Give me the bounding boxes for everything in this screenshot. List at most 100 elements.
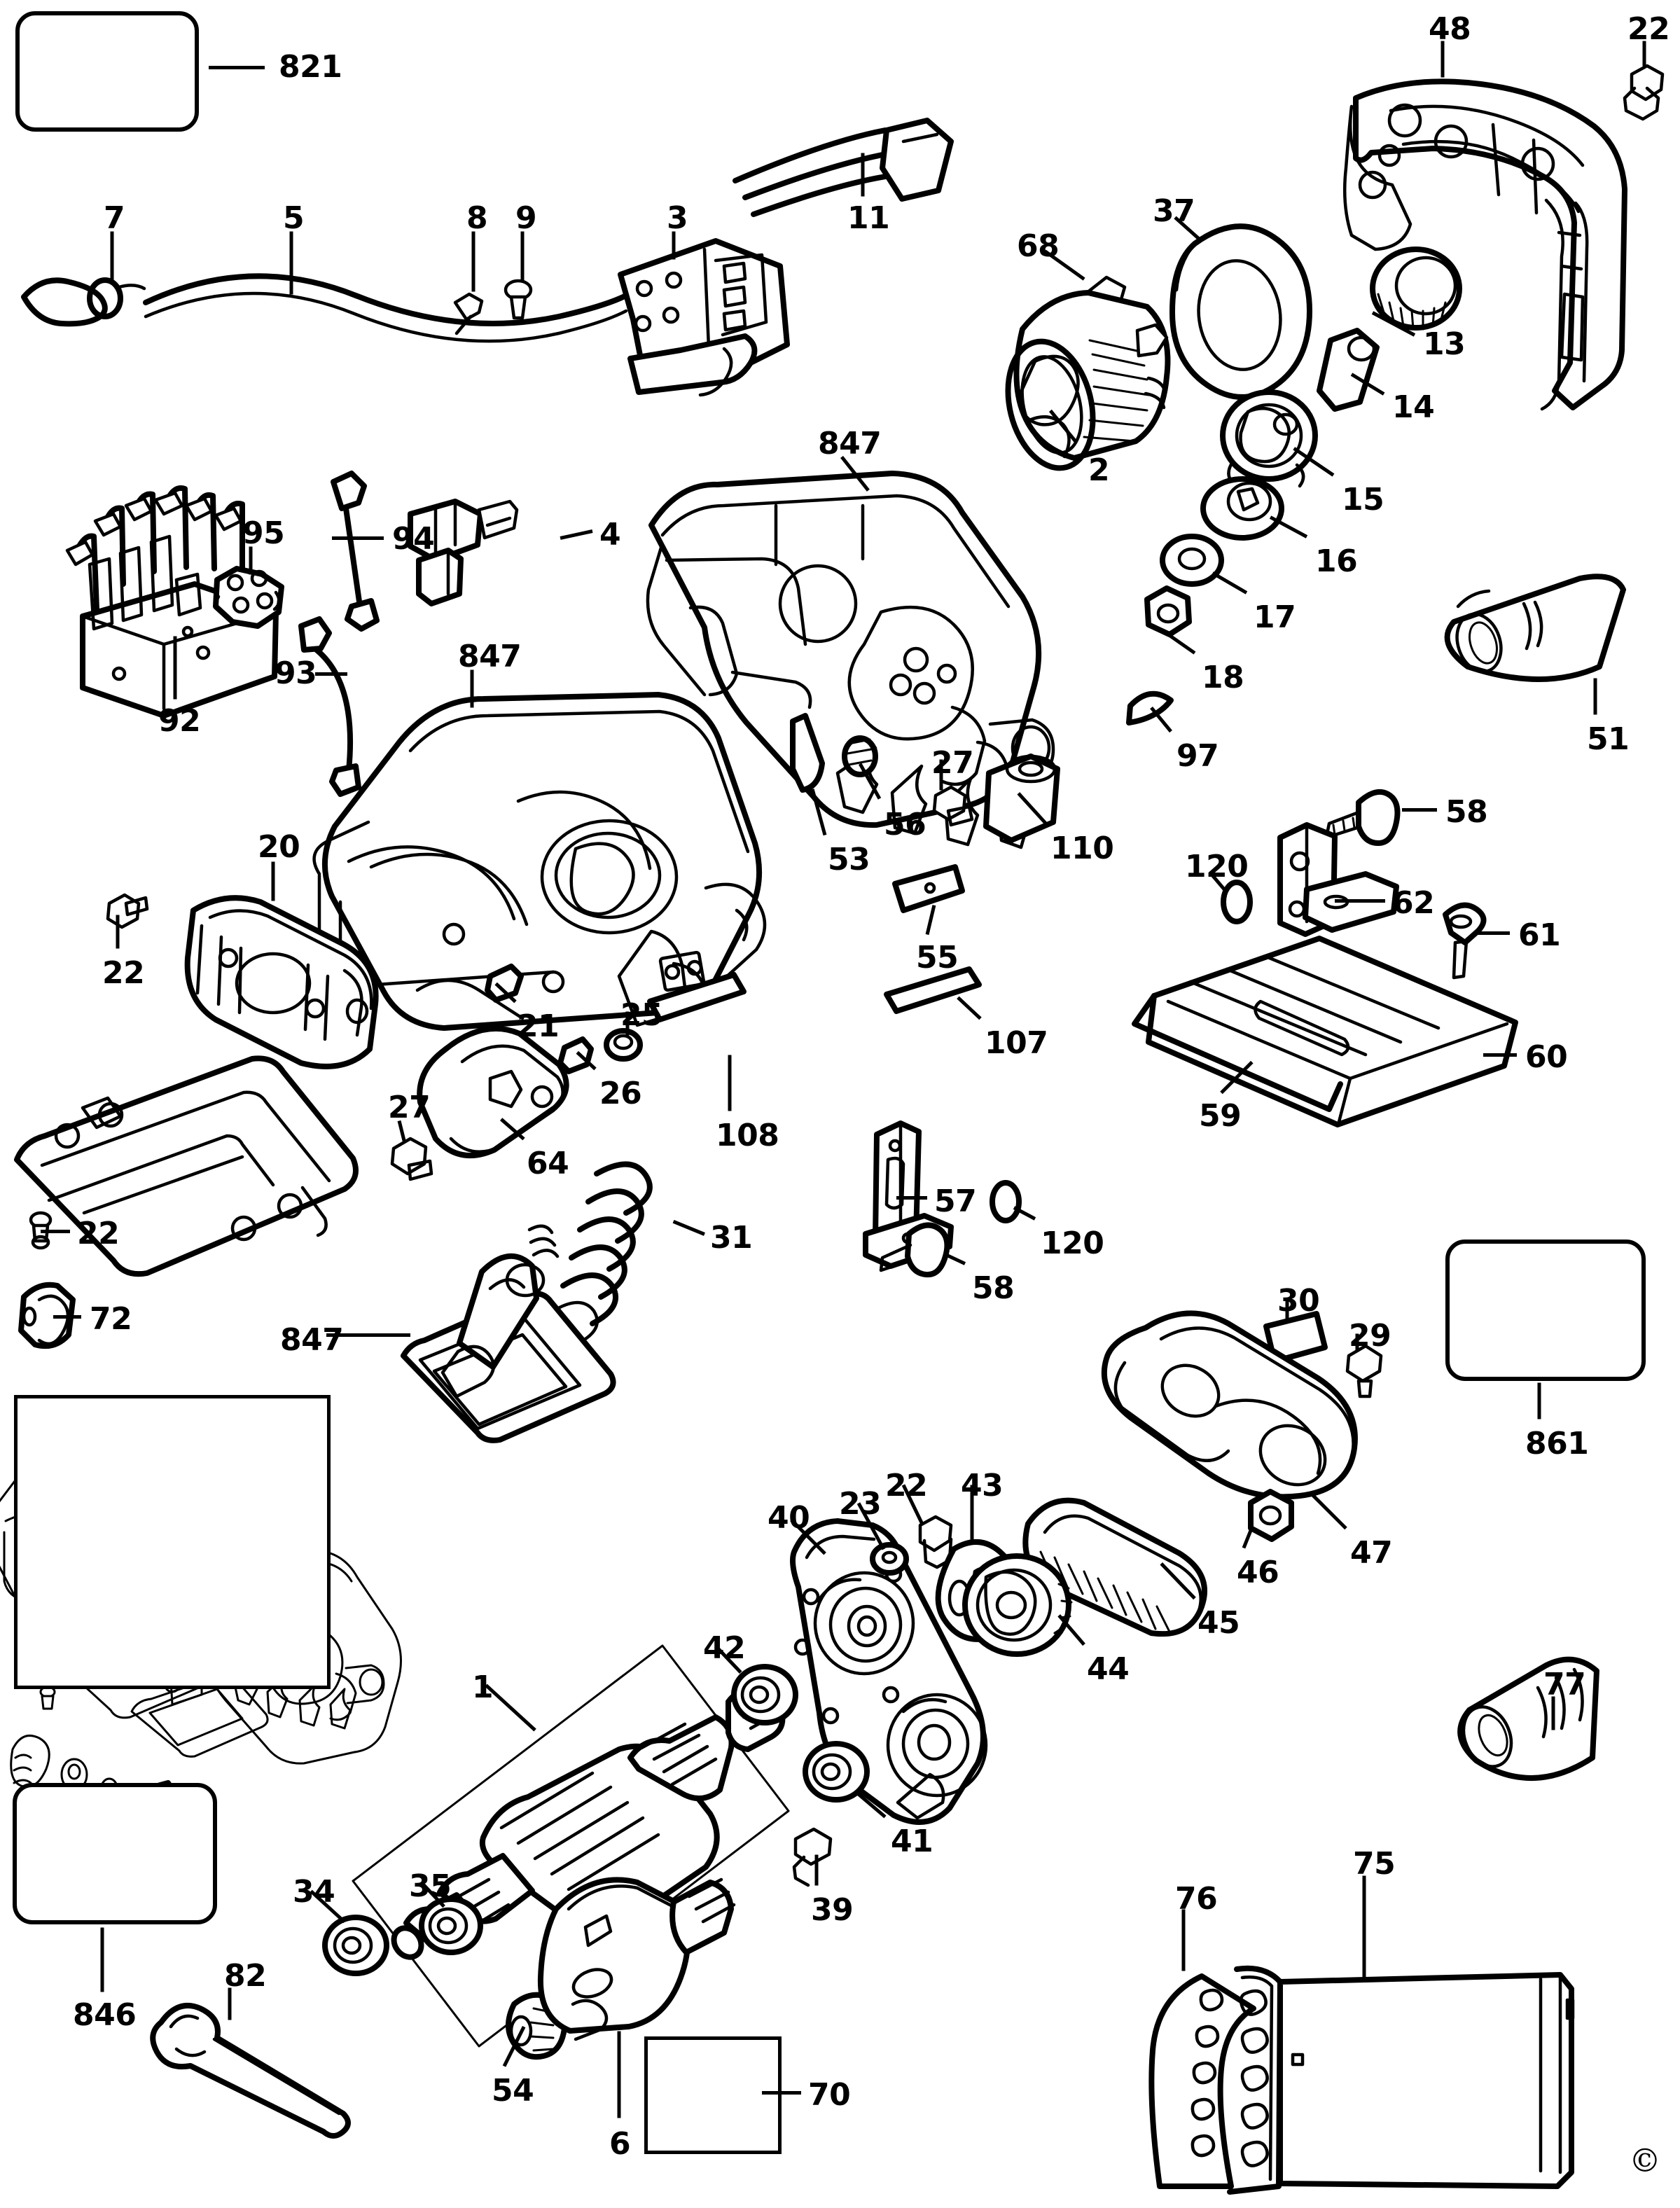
- jumper-wire-straight-art: [331, 471, 380, 632]
- leader-line-41: [856, 1791, 887, 1818]
- leader-line-72: [53, 1314, 81, 1319]
- callout-9: 9: [515, 200, 537, 236]
- leader-line-31: [673, 1219, 705, 1236]
- leader-line-8: [471, 231, 475, 291]
- callout-22a: 22: [1627, 11, 1670, 47]
- front-shoe-art: [417, 1025, 569, 1158]
- callout-5: 5: [283, 200, 305, 236]
- power-cord-art: [143, 273, 632, 343]
- belt-cover-art: [184, 895, 379, 1069]
- leader-line-14: [1350, 372, 1385, 396]
- leader-line-26: [576, 1050, 597, 1070]
- leader-line-7: [110, 231, 114, 283]
- carrying-case-inset: [1445, 1240, 1646, 1381]
- leader-line-847b: [470, 669, 474, 707]
- leader-line-18: [1165, 631, 1196, 655]
- callout-14: 14: [1392, 389, 1435, 425]
- callout-95: 95: [242, 515, 285, 551]
- callout-30: 30: [1277, 1283, 1320, 1319]
- pin-21-art: [485, 964, 524, 1003]
- screw-27-art-a: [932, 785, 974, 827]
- leader-line-120b: [1013, 1205, 1036, 1221]
- callout-108: 108: [716, 1118, 779, 1153]
- callout-62: 62: [1392, 885, 1435, 921]
- callout-23: 23: [839, 1486, 882, 1522]
- spring-31-art: [551, 1161, 653, 1345]
- wire-lead-set-art: [733, 118, 954, 217]
- callout-93: 93: [275, 655, 317, 691]
- callout-58b: 58: [972, 1270, 1015, 1306]
- dust-hose-art: [1277, 1972, 1575, 2189]
- drive-belt-art: [1022, 1497, 1207, 1637]
- armature-art: [352, 1644, 790, 2048]
- callout-22c: 22: [77, 1216, 120, 1251]
- callout-46: 46: [1237, 1555, 1279, 1590]
- leader-line-44: [1057, 1613, 1085, 1646]
- callout-22b: 22: [102, 955, 145, 991]
- leader-line-51: [1593, 678, 1597, 714]
- leader-line-2: [1049, 409, 1077, 443]
- leader-line-39: [814, 1854, 819, 1885]
- callout-53: 53: [828, 842, 870, 877]
- callout-21: 21: [517, 1008, 560, 1044]
- callout-55: 55: [916, 940, 959, 975]
- callout-2: 2: [1088, 452, 1110, 488]
- callout-27b: 27: [388, 1090, 431, 1125]
- callout-61: 61: [1518, 917, 1561, 953]
- leader-line-11: [861, 153, 865, 196]
- dust-elbow-art: [1148, 1965, 1283, 2195]
- callout-1: 1: [472, 1669, 494, 1705]
- screw-61-art: [1443, 902, 1487, 980]
- callout-43: 43: [961, 1468, 1004, 1504]
- base-plate-art: [14, 1055, 359, 1277]
- cord-clamp-screw-art: [504, 279, 533, 320]
- gear-housing-art: [646, 471, 1055, 849]
- callout-70: 70: [808, 2077, 851, 2113]
- leader-line-13: [1371, 310, 1416, 337]
- callout-92: 92: [158, 703, 201, 739]
- callout-847a: 847: [818, 426, 882, 461]
- leader-line-54: [502, 2025, 526, 2067]
- wing-nut-60-art: [1425, 1032, 1494, 1083]
- callout-120b: 120: [1041, 1225, 1104, 1261]
- lock-lever-58-art-a: [1324, 789, 1401, 846]
- callout-60: 60: [1525, 1039, 1568, 1075]
- screw-22-art-tr: [1623, 64, 1665, 121]
- callout-94: 94: [392, 521, 435, 557]
- leader-line-4: [560, 529, 593, 540]
- leader-line-22c: [41, 1229, 70, 1233]
- callout-16: 16: [1315, 543, 1358, 579]
- dust-bag-inset: [13, 1783, 217, 1924]
- leader-line-45: [1160, 1562, 1196, 1599]
- leader-line-57: [896, 1195, 927, 1200]
- leader-line-62: [1335, 898, 1385, 903]
- leader-line-59: [1220, 1060, 1254, 1094]
- leader-line-110: [1017, 791, 1048, 825]
- chip-deflector-art: [790, 713, 825, 793]
- washer-23-art: [870, 1542, 909, 1576]
- leader-line-61: [1473, 931, 1510, 935]
- carbon-brush-art: [1317, 328, 1380, 412]
- front-body-housing-art: [312, 692, 767, 1031]
- bearing-34-art: [322, 1915, 389, 1976]
- terminal-screw-art: [453, 292, 484, 335]
- leader-line-92: [173, 636, 177, 699]
- leader-line-6: [617, 2031, 621, 2118]
- callout-846: 846: [73, 1997, 137, 2033]
- gearcase-cover-art: [790, 1518, 988, 1825]
- callout-110: 110: [1050, 831, 1114, 866]
- bearing-35-art: [419, 1896, 483, 1955]
- leader-line-20: [271, 861, 275, 901]
- callout-77: 77: [1543, 1667, 1586, 1702]
- housing-group-inset: [14, 1395, 331, 1689]
- leader-line-97: [1150, 706, 1172, 732]
- callout-27a: 27: [931, 745, 974, 781]
- callout-39: 39: [811, 1892, 854, 1928]
- callout-59: 59: [1199, 1098, 1242, 1134]
- leader-line-94: [332, 536, 384, 540]
- leader-line-21: [494, 982, 517, 1003]
- leader-line-107: [957, 996, 982, 1020]
- callout-76: 76: [1175, 1881, 1218, 1917]
- callout-47: 47: [1350, 1535, 1393, 1571]
- spring-56-art: [842, 735, 878, 777]
